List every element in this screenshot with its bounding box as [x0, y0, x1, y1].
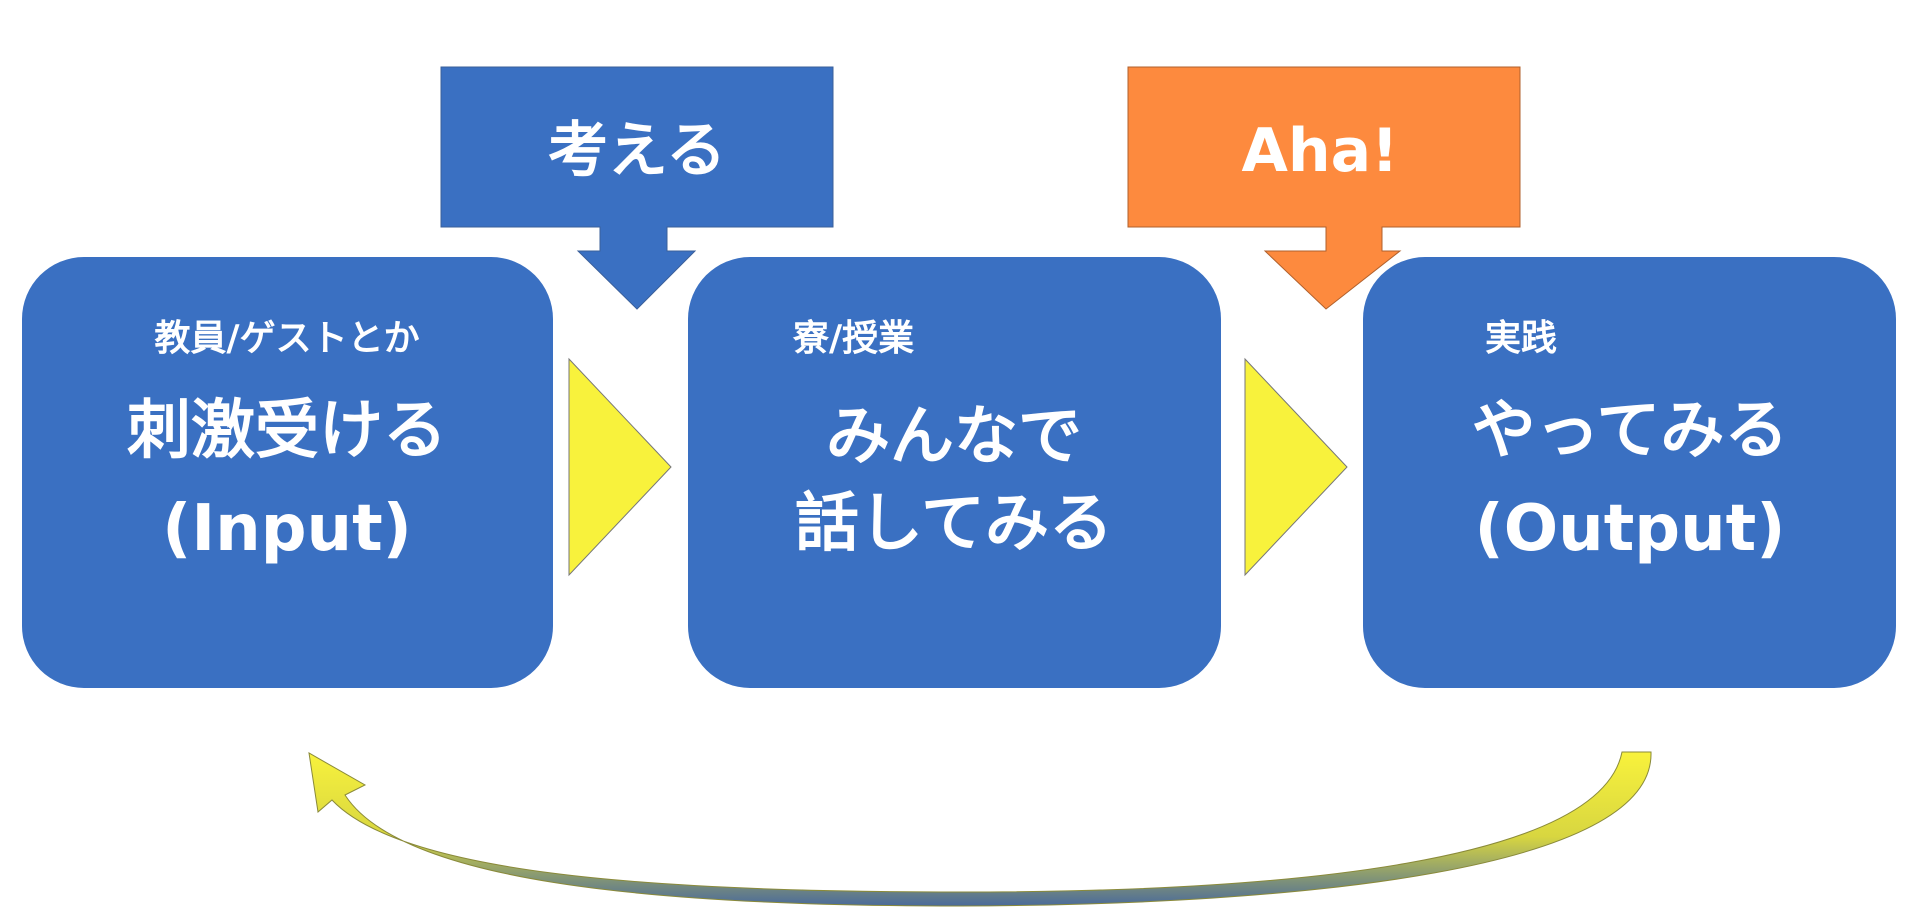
step-output-line1: やってみる	[1472, 394, 1789, 468]
think-label: 考える	[548, 116, 726, 186]
aha-callout: Aha!	[1127, 66, 1521, 310]
step-discuss-subtitle: 寮/授業	[792, 318, 914, 359]
loop-back-arrow-icon	[308, 751, 1652, 907]
step-input-line1: 刺激受ける	[127, 394, 447, 468]
next-arrow-icon	[1244, 357, 1348, 577]
step-discuss-line1: みんなで	[826, 400, 1082, 474]
step-discuss-line2: 話してみる	[795, 487, 1113, 561]
step-output-box: 実践 やってみる (Output)	[1363, 257, 1896, 688]
step-output-subtitle: 実践	[1485, 318, 1557, 359]
step-input-subtitle: 教員/ゲストとか	[154, 318, 419, 359]
step-input-line2: (Input)	[162, 492, 412, 566]
step-discuss-box: 寮/授業 みんなで 話してみる	[688, 257, 1221, 688]
aha-label: Aha!	[1241, 116, 1398, 186]
step-output-line2: (Output)	[1474, 492, 1785, 566]
step-input-box: 教員/ゲストとか 刺激受ける (Input)	[22, 257, 553, 688]
think-callout: 考える	[440, 66, 834, 310]
next-arrow-icon	[568, 357, 672, 577]
